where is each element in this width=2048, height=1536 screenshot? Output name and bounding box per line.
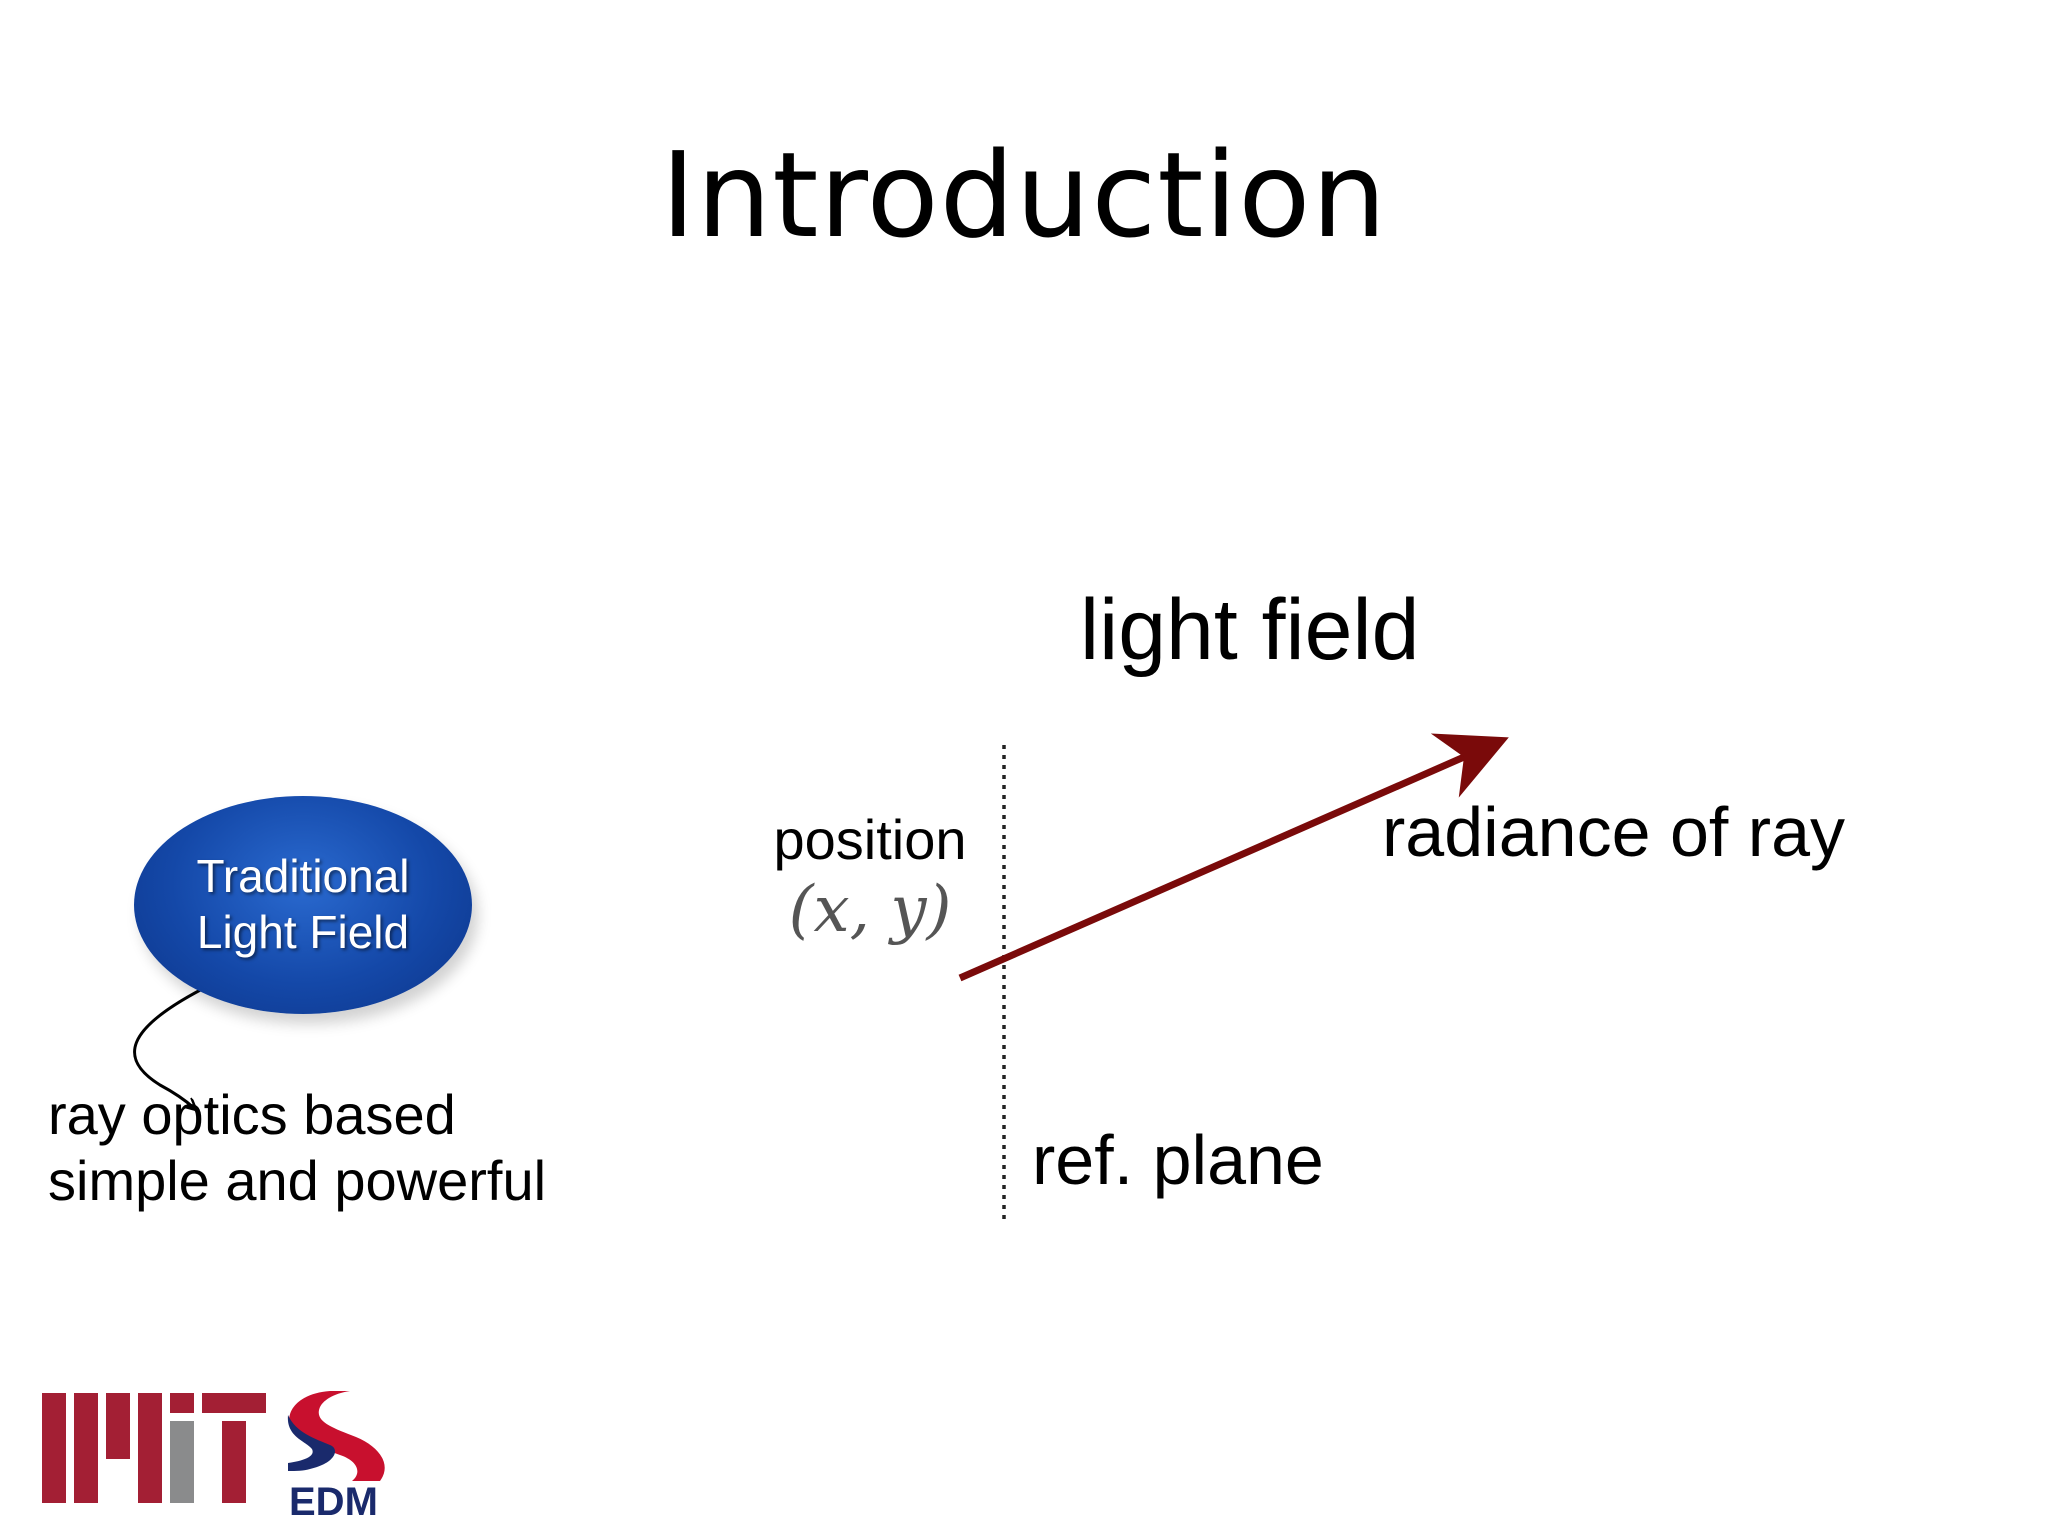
bubble-caption: ray optics based simple and powerful: [48, 1082, 546, 1214]
edm-logo: [287, 1391, 385, 1481]
ref-plane-label: ref. plane: [1032, 1121, 1324, 1199]
ray-arrow: [958, 733, 1509, 982]
slide-title: Introduction: [660, 126, 1388, 264]
position-label: position: [773, 808, 967, 871]
radiance-label: radiance of ray: [1382, 793, 1846, 871]
edm-logo-text: EDM: [289, 1480, 378, 1524]
caption-line2: simple and powerful: [48, 1149, 547, 1212]
caption-line1: ray optics based: [48, 1083, 456, 1146]
traditional-light-field-bubble: [134, 796, 472, 1014]
bubble-label: Traditional Light Field: [134, 848, 472, 960]
position-coordinates: (x, y): [788, 873, 952, 947]
mit-logo: [42, 1393, 266, 1503]
bubble-label-line1: Traditional: [196, 850, 410, 902]
mit-edm-logo: [42, 1391, 385, 1503]
light-field-title: light field: [1080, 582, 1420, 678]
bubble-connector-arrow: [133, 982, 213, 1108]
bubble-label-line2: Light Field: [196, 906, 410, 958]
